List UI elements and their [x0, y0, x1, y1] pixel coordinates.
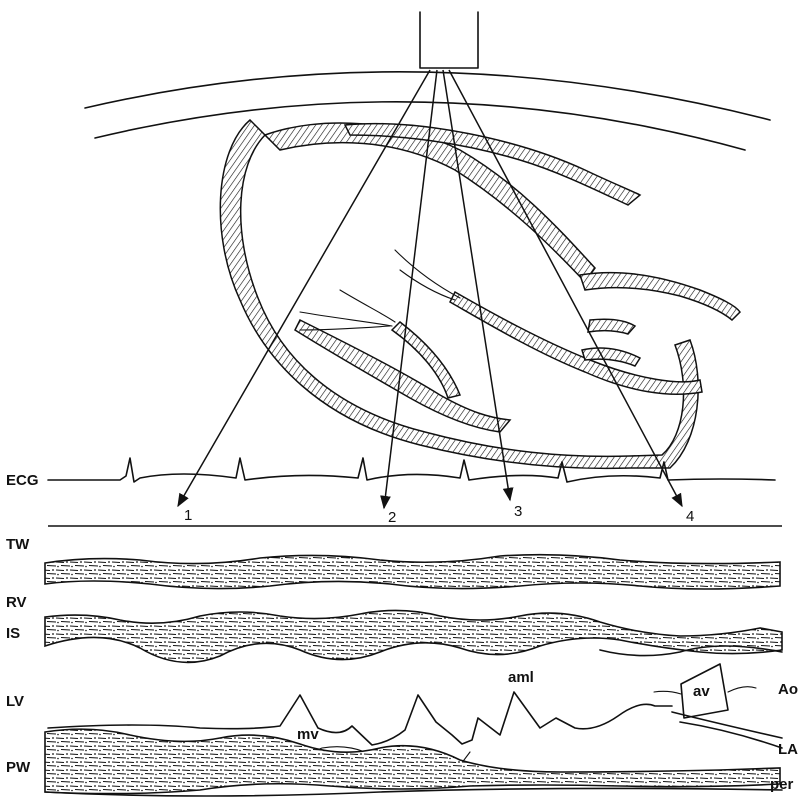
- septum-band: [45, 610, 782, 662]
- ecg-label: ECG: [6, 472, 39, 489]
- label-mitral-valve: mv: [297, 726, 319, 743]
- heart-outline: [220, 120, 740, 468]
- transducer: [420, 12, 478, 68]
- aortic-root-posterior-wall: [672, 712, 782, 738]
- label-left-atrium: LA: [778, 741, 798, 758]
- label-interventricular-septum: IS: [6, 625, 20, 642]
- beam-number-3: 3: [514, 503, 522, 520]
- thoracic-wall-band: [45, 555, 780, 589]
- label-posterior-wall: PW: [6, 759, 31, 776]
- label-pericardium: per: [770, 776, 794, 793]
- label-anterior-mitral-leaflet: aml: [508, 669, 534, 686]
- beam-number-4: 4: [686, 508, 694, 525]
- label-right-ventricle: RV: [6, 594, 27, 611]
- label-left-ventricle: LV: [6, 693, 24, 710]
- beam-number-1: 1: [184, 507, 192, 524]
- beam-number-2: 2: [388, 509, 396, 526]
- label-thoracic-wall: TW: [6, 536, 30, 553]
- m-mode-tracing: [45, 555, 782, 796]
- posterior-wall-band: [45, 729, 780, 793]
- label-aorta: Ao: [778, 681, 798, 698]
- label-aortic-valve: av: [693, 683, 710, 700]
